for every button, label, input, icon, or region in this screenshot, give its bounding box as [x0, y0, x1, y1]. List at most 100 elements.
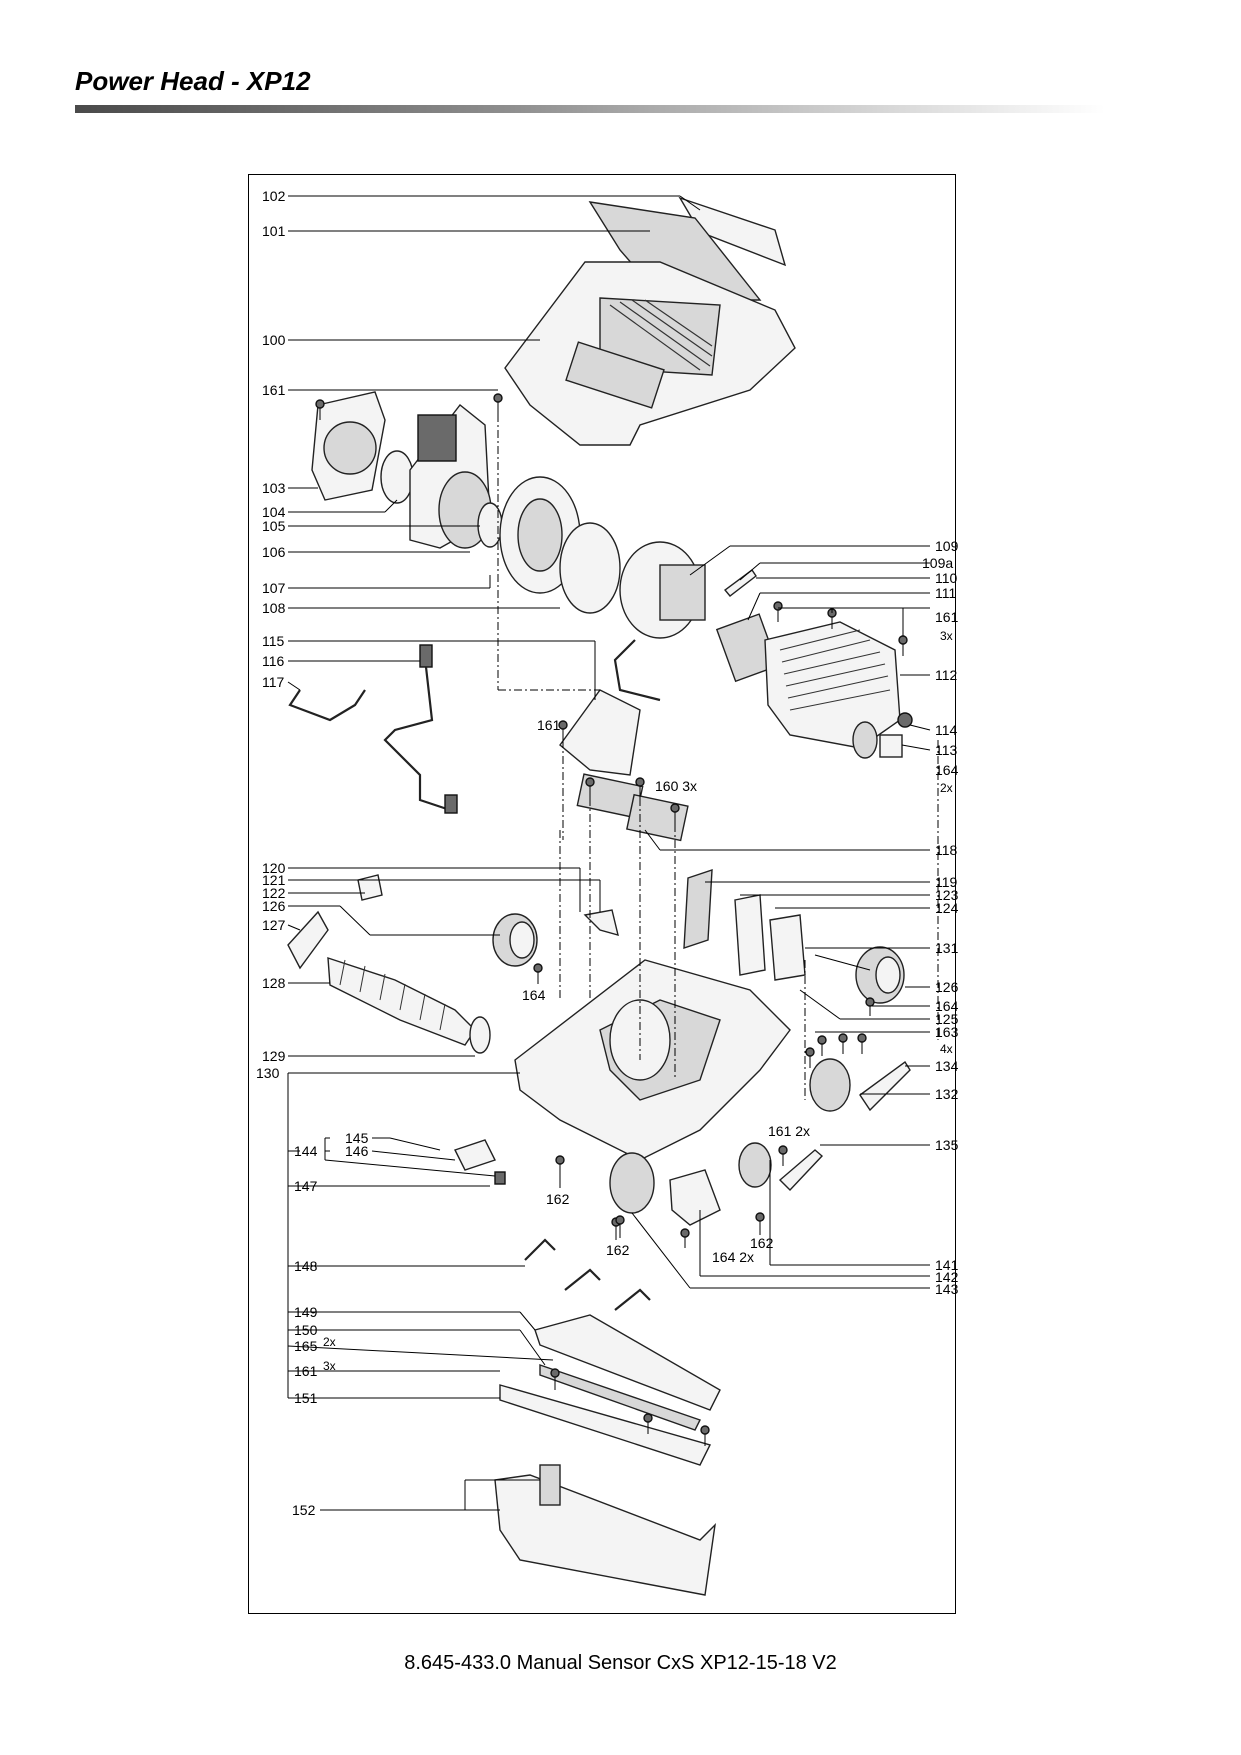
part-132-gear [809, 1058, 851, 1112]
part-105-brush-block [417, 414, 457, 462]
label-161: 161 [262, 382, 286, 398]
part-107-seal-ring [477, 502, 503, 548]
label-122: 122 [262, 885, 286, 901]
label-164-motor: 164 2x [712, 1249, 754, 1265]
part-127-endcap [287, 910, 329, 970]
label-101: 101 [262, 223, 286, 239]
part-113-plate [879, 734, 903, 758]
label-144: 144 [294, 1143, 318, 1159]
part-labels: 102 101 100 161 103 104 105 106 107 108 … [256, 188, 959, 1518]
label-109: 109 [935, 538, 959, 554]
label-125: 125 [935, 1011, 959, 1027]
label-135: 135 [935, 1137, 959, 1153]
label-115: 115 [262, 633, 285, 649]
part-124-arm [734, 894, 766, 976]
part-148-clip-b [564, 1268, 601, 1291]
label-149: 149 [294, 1304, 318, 1320]
part-119-bracket [683, 869, 713, 949]
label-116: 116 [262, 653, 285, 669]
assembly-guide-lines [497, 414, 939, 1100]
label-4x: 4x [940, 1042, 953, 1056]
part-115-support [559, 689, 641, 776]
part-135-belt [778, 1149, 824, 1192]
part-112-drum-housing [764, 621, 901, 749]
label-164-wheel: 164 [522, 987, 546, 1003]
part-drawings [287, 196, 913, 1596]
label-110: 110 [935, 570, 958, 586]
part-108-flange [559, 522, 621, 614]
label-113: 113 [935, 742, 958, 758]
part-142-drive [669, 1169, 721, 1226]
label-124: 124 [935, 900, 959, 916]
part-148-clip-a [524, 1238, 556, 1261]
part-146-plate [454, 1139, 496, 1171]
page-title: Power Head - XP12 [75, 66, 311, 96]
title-underline-bar [75, 105, 1105, 113]
label-150: 150 [294, 1322, 318, 1338]
part-104-seal [380, 450, 414, 504]
label-111: 111 [935, 585, 956, 601]
label-164-drum: 164 [935, 762, 959, 778]
label-141: 141 [935, 1257, 959, 1273]
label-120: 120 [262, 860, 286, 876]
label-143: 143 [935, 1281, 959, 1297]
label-131: 131 [935, 940, 959, 956]
part-114-knob [897, 712, 913, 728]
part-103-ring [323, 421, 377, 475]
part-117-cable [288, 689, 366, 722]
document-footer: 8.645-433.0 Manual Sensor CxS XP12-15-18… [404, 1652, 837, 1674]
label-123: 123 [935, 887, 959, 903]
part-109-lead [613, 639, 661, 702]
part-100-switch-panel [565, 341, 665, 409]
part-113-cap [852, 721, 878, 759]
label-146: 146 [345, 1143, 369, 1159]
label-161-drum: 161 [935, 609, 959, 625]
label-151: 151 [294, 1390, 318, 1406]
label-147: 147 [294, 1178, 318, 1194]
part-145-spring [389, 1137, 441, 1151]
label-134: 134 [935, 1058, 959, 1074]
label-162-b: 162 [606, 1242, 630, 1258]
label-109a: 109a [922, 555, 953, 571]
part-141-roller [609, 1152, 655, 1214]
label-162-a: 162 [546, 1191, 570, 1207]
part-121-lever [583, 909, 619, 936]
part-152-bumper [494, 1474, 716, 1596]
leader-lines [287, 195, 931, 1511]
label-162-c: 162 [750, 1235, 774, 1251]
part-151-bottom-plate [499, 1384, 712, 1466]
label-100: 100 [262, 332, 286, 348]
part-100-grille [599, 297, 721, 376]
label-2x-plate: 2x [323, 1335, 336, 1349]
label-126-left: 126 [262, 898, 286, 914]
label-164-right: 164 [935, 998, 959, 1014]
label-103: 103 [262, 480, 286, 496]
part-135-pulley [738, 1142, 772, 1188]
part-148-clip-c [614, 1288, 651, 1311]
label-102: 102 [262, 188, 286, 204]
label-152: 152 [292, 1502, 316, 1518]
label-105: 105 [262, 518, 286, 534]
part-122-clip [357, 874, 383, 901]
label-104: 104 [262, 504, 286, 520]
label-127: 127 [262, 917, 286, 933]
diagram-frame [248, 174, 956, 1614]
screws [315, 393, 908, 1446]
part-118-pcb-right [626, 793, 689, 842]
label-130: 130 [256, 1065, 280, 1081]
part-149-sole-plate [534, 1314, 721, 1411]
label-126-right: 126 [935, 979, 959, 995]
label-2x-drum: 2x [940, 781, 953, 795]
label-128: 128 [262, 975, 286, 991]
part-150-strip [539, 1364, 701, 1431]
label-121: 121 [262, 872, 286, 888]
label-165: 165 [294, 1338, 318, 1354]
label-148: 148 [294, 1258, 318, 1274]
label-161-plate: 161 [294, 1363, 318, 1379]
label-119: 119 [935, 874, 958, 890]
label-161-support: 161 [537, 717, 561, 733]
part-116-connector [419, 644, 433, 668]
label-129: 129 [262, 1048, 286, 1064]
label-3x-plate: 3x [323, 1359, 336, 1373]
